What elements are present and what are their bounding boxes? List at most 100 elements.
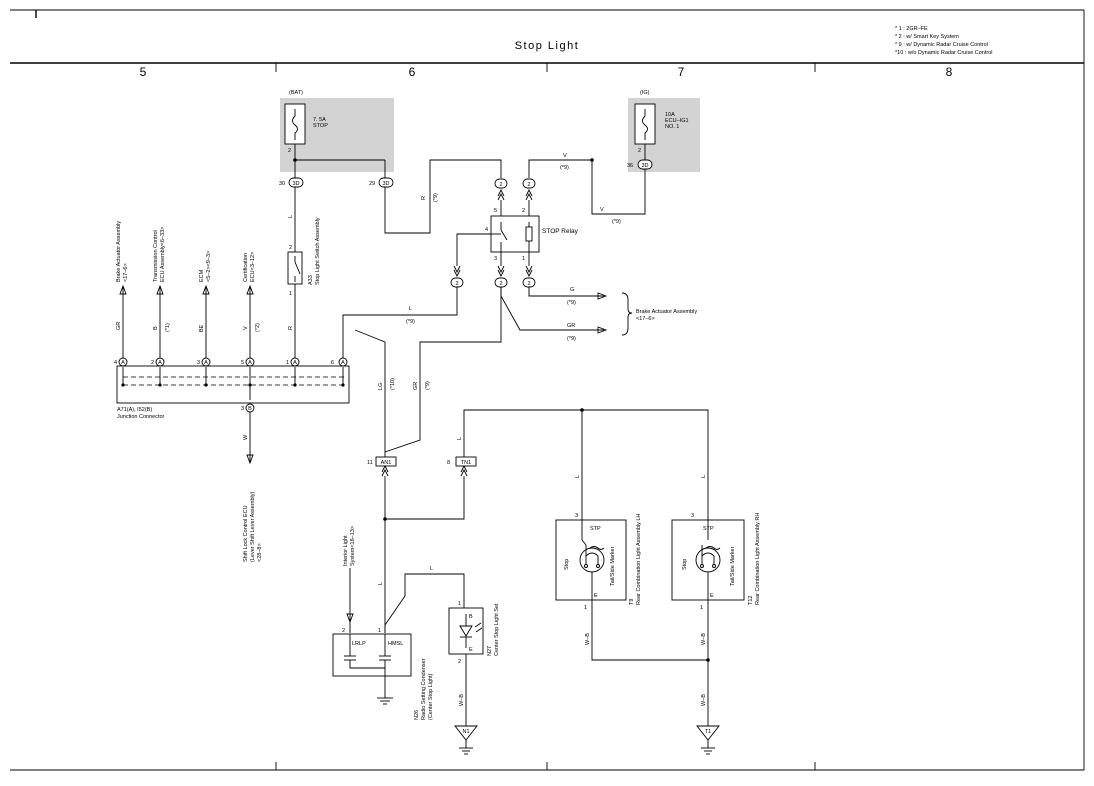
center-stop-pin-2: 2: [458, 659, 461, 665]
svg-text:3D: 3D: [641, 163, 648, 169]
junction-connector-a71-i52: [116, 365, 350, 404]
wire-l-rh-label: L: [701, 475, 707, 478]
zone-numbers: 5 6 7 8: [140, 65, 953, 79]
svg-text:3D: 3D: [382, 181, 389, 187]
svg-text:AN1: AN1: [381, 460, 392, 466]
wire-wb-rh-label: W–B: [701, 633, 707, 645]
fuse-ecu-pin: 2: [638, 148, 641, 154]
notes-legend: * 1 : 2GR–FE * 2 : w/ Smart Key System *…: [895, 26, 993, 56]
fuse-stop-source: (BAT): [289, 90, 303, 96]
connector-tn1: TN1: [455, 456, 477, 467]
lamp-lh-stp: STP: [590, 526, 601, 532]
condenser-lrlp: LRLP: [352, 641, 366, 647]
svg-text:Certification: Certification: [243, 253, 249, 282]
lamp-lh-marker: Tail/Side Marker: [610, 546, 616, 586]
junction-connector-name: Junction Connector: [117, 414, 165, 420]
relay-pin-2: 2: [522, 208, 525, 214]
relay-pin-4: 4: [485, 227, 488, 233]
stop-relay-name: STOP Relay: [542, 228, 579, 235]
svg-text:<5–2><9–3>: <5–2><9–3>: [206, 251, 212, 282]
rear-combination-light-lh: [555, 519, 627, 601]
lamp-rh-marker: Tail/Side Marker: [730, 546, 736, 586]
wire-r-label: R: [421, 196, 427, 200]
wire-g-label: G: [570, 287, 574, 293]
wire-l-center-label: L: [430, 566, 433, 572]
wire-l-switch-label: L: [288, 215, 294, 218]
wire-l-an1-label: L: [378, 582, 384, 585]
wire-w-label: W: [243, 434, 249, 440]
junction-pins: A A A A A A B 4 2 3 5 1 6 3: [114, 357, 348, 413]
svg-text:2: 2: [455, 281, 458, 287]
svg-text:4: 4: [114, 360, 117, 366]
svg-text:2: 2: [499, 281, 502, 287]
lamp-lh-pin-1: 1: [584, 605, 587, 611]
svg-text:2: 2: [527, 281, 530, 287]
svg-text:ECU Assembly<6–33>: ECU Assembly<6–33>: [160, 227, 166, 282]
lamp-rh-stp: STP: [703, 526, 714, 532]
wire-l-label: L: [409, 306, 412, 312]
center-stop-name: Center Stop Light Set: [494, 603, 500, 656]
ground-n1: N1: [454, 725, 478, 755]
svg-text:<17–6>: <17–6>: [123, 263, 129, 282]
diagram-title: Stop Light: [515, 40, 580, 52]
lamp-rh-name: Rear Combination Light Assembly RH: [755, 513, 761, 605]
fuse-stop-name: STOP: [313, 123, 328, 129]
junction-3d-a: 3D: [288, 177, 304, 188]
wire-gr2-note: (*9): [425, 381, 431, 390]
wire-r-note: (*9): [433, 193, 439, 202]
interior-light-name: Interior Light: [343, 535, 349, 566]
shift-lock-ref: <28–8>: [257, 543, 263, 562]
condenser-pin-right: 1: [378, 628, 381, 634]
wire-gr2-label: GR: [413, 382, 419, 390]
center-stop-e: E: [469, 647, 473, 653]
fuse-stop: [284, 103, 306, 145]
svg-text:3: 3: [241, 406, 244, 412]
fuse-stop-pin: 2: [288, 148, 291, 154]
connector-an1: AN1: [375, 456, 397, 467]
fuse-ecu-source: (IG): [640, 90, 650, 96]
lamp-lh-name: Rear Combination Light Assembly LH: [636, 514, 642, 605]
svg-text:V: V: [243, 326, 249, 330]
shift-lock-sub: (Lever Shift Lever Assembly): [250, 492, 256, 562]
svg-text:TN1: TN1: [461, 460, 471, 466]
svg-text:1: 1: [286, 360, 289, 366]
condenser-sub: (Center Stop Light): [428, 673, 434, 720]
svg-text:A: A: [293, 360, 297, 366]
zone-5: 5: [140, 65, 147, 79]
lamp-rh-stop: Stop: [682, 559, 688, 570]
condenser-pin-left: 2: [342, 628, 345, 634]
note-1: * 1 : 2GR–FE: [895, 26, 928, 32]
wire-l-note: (*9): [406, 319, 415, 325]
wire-l-tn1-label: L: [457, 437, 463, 440]
fuse-stop-rating: 7. 5A: [313, 117, 326, 123]
wire-gr-label: GR: [567, 323, 575, 329]
connector-an1-pin: 11: [367, 460, 373, 466]
interior-light-ref: System<16–13>: [350, 526, 356, 566]
wire-v-label-2: V: [600, 207, 604, 213]
lamp-lh-pin-3: 3: [575, 513, 578, 519]
svg-text:A: A: [121, 360, 125, 366]
shift-lock-name: Shift Lock Control ECU: [243, 505, 249, 562]
wire-wb-lh-label: W–B: [585, 633, 591, 645]
center-stop-b: B: [469, 614, 473, 620]
wire-l-lh-label: L: [575, 475, 581, 478]
junction-ig-pin-36: 36: [627, 163, 633, 169]
dest-brake-actuator: Brake Actuator Assembly <17–6> GR: [116, 221, 129, 358]
fuse-ecu-ig1: [634, 103, 656, 145]
svg-text:A: A: [341, 360, 345, 366]
dest-transmission-control: Transmission Control ECU Assembly<6–33> …: [153, 227, 171, 358]
relay-connector-bottom-b: 2: [494, 277, 508, 288]
svg-text:GR: GR: [116, 322, 122, 330]
svg-text:2: 2: [527, 182, 530, 188]
lamp-rh-pin-3: 3: [691, 513, 694, 519]
relay-connector-bottom-a: 2: [450, 277, 464, 288]
stop-relay: [490, 215, 540, 253]
switch-code: A33: [308, 275, 314, 285]
brake-actuator-output-ref: <17–6>: [636, 316, 655, 322]
center-stop-light: [448, 607, 484, 655]
lamp-rh-code: T12: [748, 596, 754, 605]
junction-3d-pin-29: 29: [369, 181, 375, 187]
svg-text:3: 3: [197, 360, 200, 366]
relay-connector-top-left: 2: [494, 178, 508, 189]
ground-condenser: [377, 676, 393, 705]
